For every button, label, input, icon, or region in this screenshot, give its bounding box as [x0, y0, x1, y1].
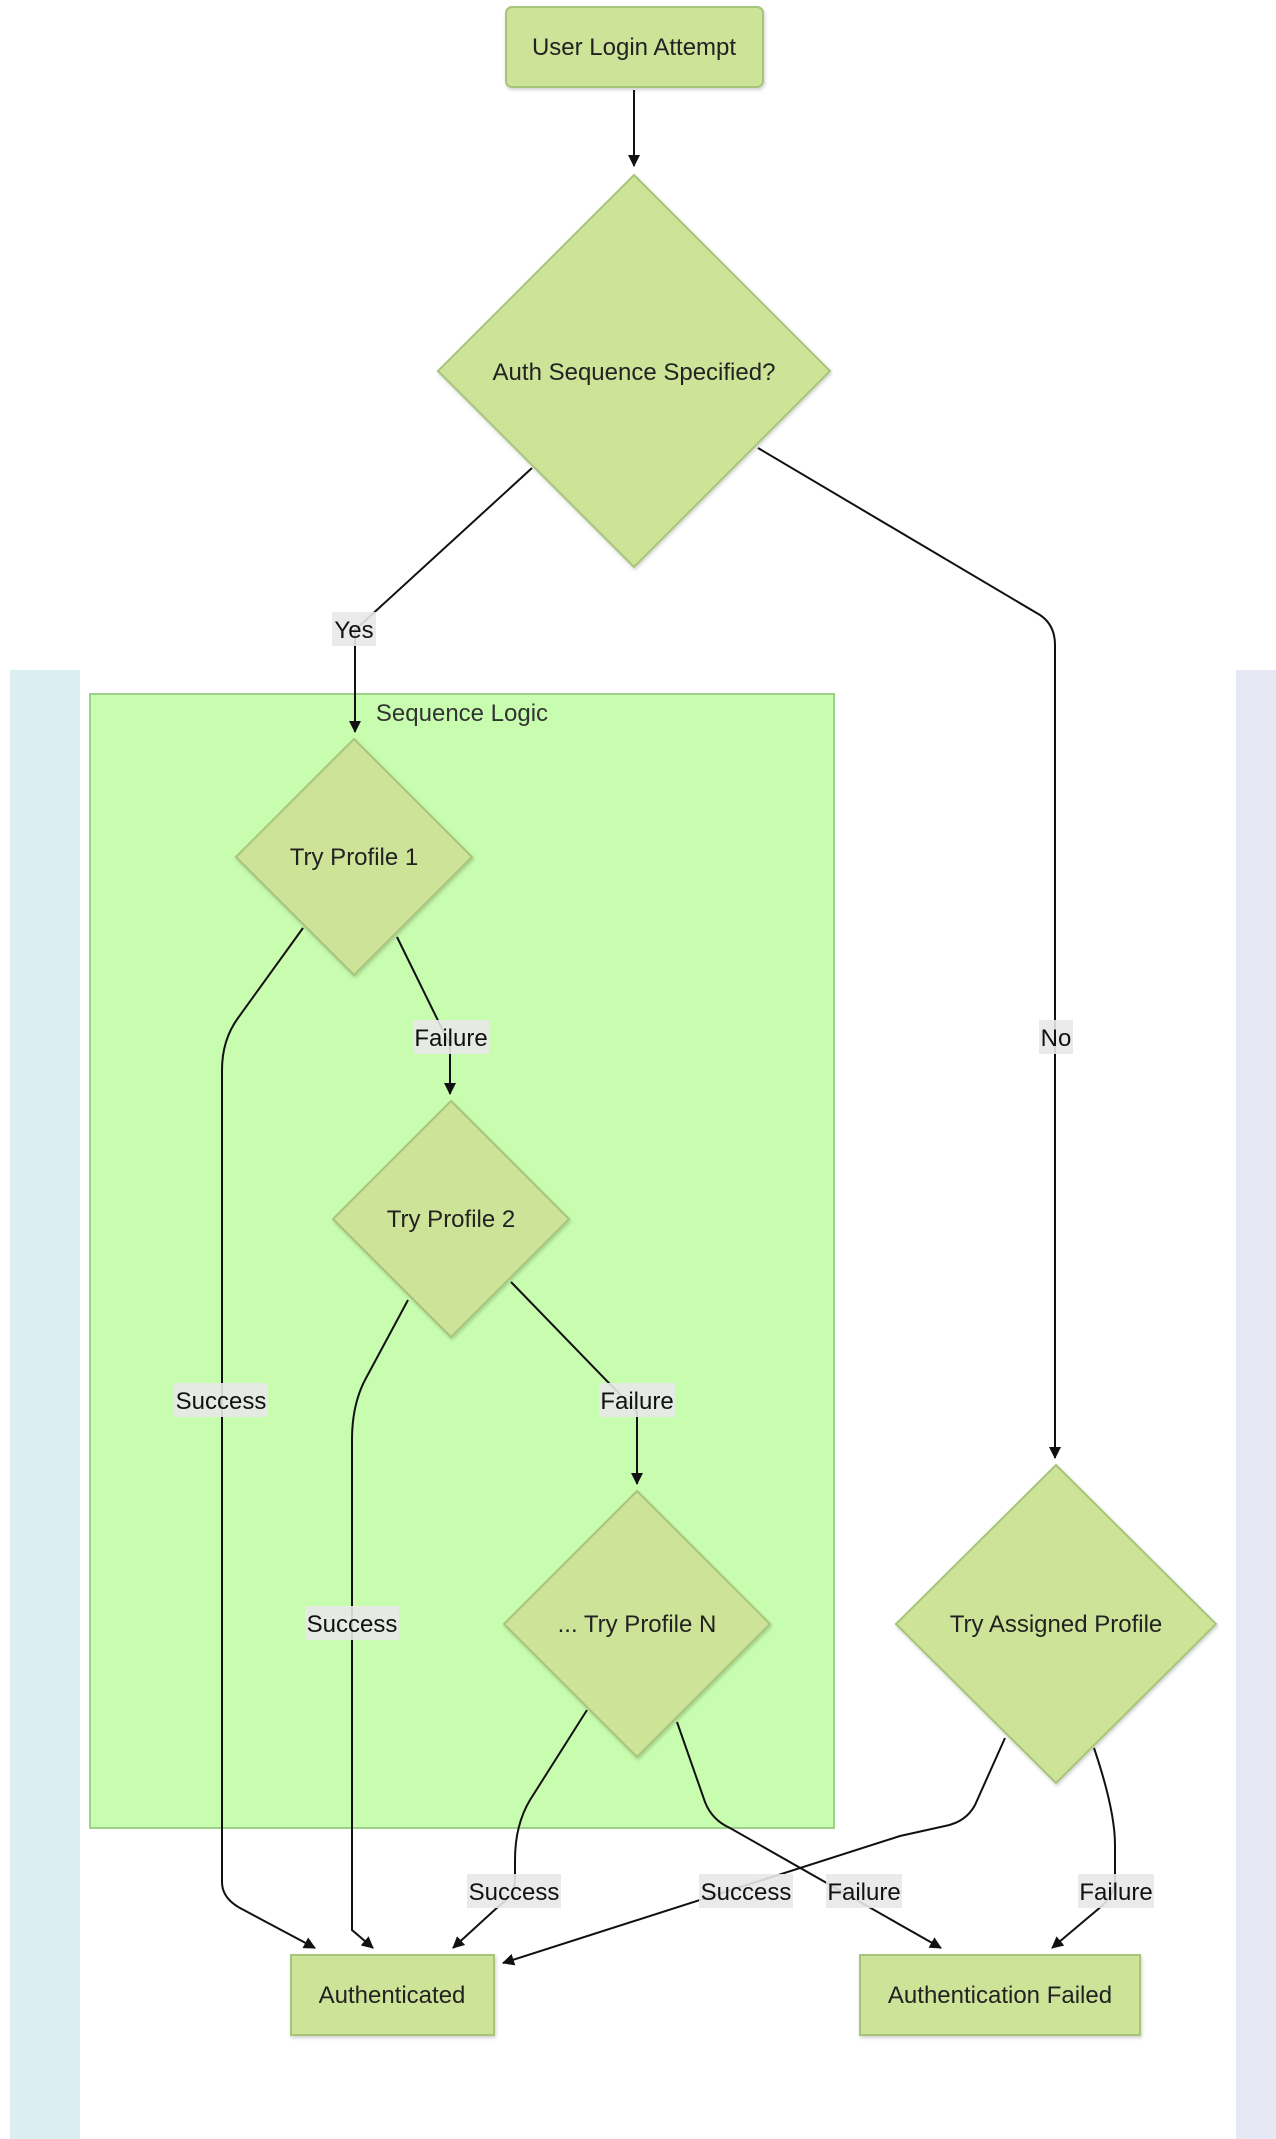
node-auth-sequence-specified: Auth Sequence Specified? — [436, 173, 832, 569]
svg-text:Success: Success — [176, 1388, 267, 1415]
edge-label-pN-success: Success — [467, 1874, 561, 1908]
svg-text:No: No — [1041, 1025, 1072, 1052]
edge-label-p1-success: Success — [174, 1383, 268, 1417]
node-try-profile-n: ... Try Profile N — [502, 1489, 772, 1759]
edge-label-p1-failure: Failure — [413, 1020, 489, 1054]
edge-p1-success — [221, 927, 316, 1949]
node-try-profile-2-label: Try Profile 2 — [387, 1206, 515, 1233]
edge-label-no: No — [1039, 1020, 1073, 1054]
svg-text:Success: Success — [307, 1611, 398, 1638]
node-try-profile-1: Try Profile 1 — [234, 737, 474, 977]
svg-text:Success: Success — [701, 1879, 792, 1906]
svg-text:Success: Success — [469, 1879, 560, 1906]
node-try-assigned-profile: Try Assigned Profile — [894, 1463, 1218, 1785]
edge-assigned-success — [502, 1737, 1006, 1966]
node-authenticated: Authenticated — [290, 1954, 495, 2036]
cluster-title: Sequence Logic — [376, 700, 548, 727]
node-try-profile-1-label: Try Profile 1 — [290, 844, 418, 871]
node-try-profile-2-shape — [331, 1099, 571, 1339]
node-authentication-failed: Authentication Failed — [859, 1954, 1141, 2036]
edge-labels: Yes No Failure Success Failure Success S… — [174, 612, 1154, 1908]
node-try-assigned-profile-label: Try Assigned Profile — [950, 1611, 1163, 1638]
edge-label-pN-failure: Failure — [826, 1874, 902, 1908]
edge-label-assigned-failure: Failure — [1078, 1874, 1154, 1908]
node-user-login-attempt-label: User Login Attempt — [532, 34, 736, 61]
node-authentication-failed-shape — [859, 1954, 1141, 2036]
node-try-assigned-profile-shape — [894, 1463, 1218, 1785]
edge-label-assigned-success: Success — [699, 1874, 793, 1908]
left-band — [10, 670, 80, 2139]
node-auth-sequence-specified-shape — [436, 173, 832, 569]
svg-text:Yes: Yes — [334, 617, 373, 644]
edge-label-p2-success: Success — [305, 1606, 399, 1640]
node-auth-sequence-specified-label: Auth Sequence Specified? — [493, 359, 776, 386]
node-try-profile-2: Try Profile 2 — [331, 1099, 571, 1339]
node-try-profile-1-shape — [234, 737, 474, 977]
edge-label-p2-failure: Failure — [599, 1383, 675, 1417]
edge-p2-success — [351, 1299, 409, 1949]
svg-text:Failure: Failure — [600, 1388, 673, 1415]
node-authentication-failed-label: Authentication Failed — [888, 1982, 1112, 2009]
right-band — [1236, 670, 1276, 2139]
node-authenticated-shape — [290, 1954, 495, 2036]
node-try-profile-n-label: ... Try Profile N — [558, 1611, 717, 1638]
svg-text:Failure: Failure — [1079, 1879, 1152, 1906]
node-try-profile-n-shape — [502, 1489, 772, 1759]
edge-seq-yes — [349, 467, 533, 733]
node-user-login-attempt-shape — [505, 6, 764, 88]
edge-pN-failure — [676, 1721, 942, 1949]
node-authenticated-label: Authenticated — [319, 1982, 466, 2009]
node-user-login-attempt: User Login Attempt — [505, 6, 764, 88]
svg-text:Failure: Failure — [827, 1879, 900, 1906]
svg-text:Failure: Failure — [414, 1025, 487, 1052]
edge-seq-no — [757, 447, 1061, 1459]
edge-label-yes: Yes — [332, 612, 376, 646]
